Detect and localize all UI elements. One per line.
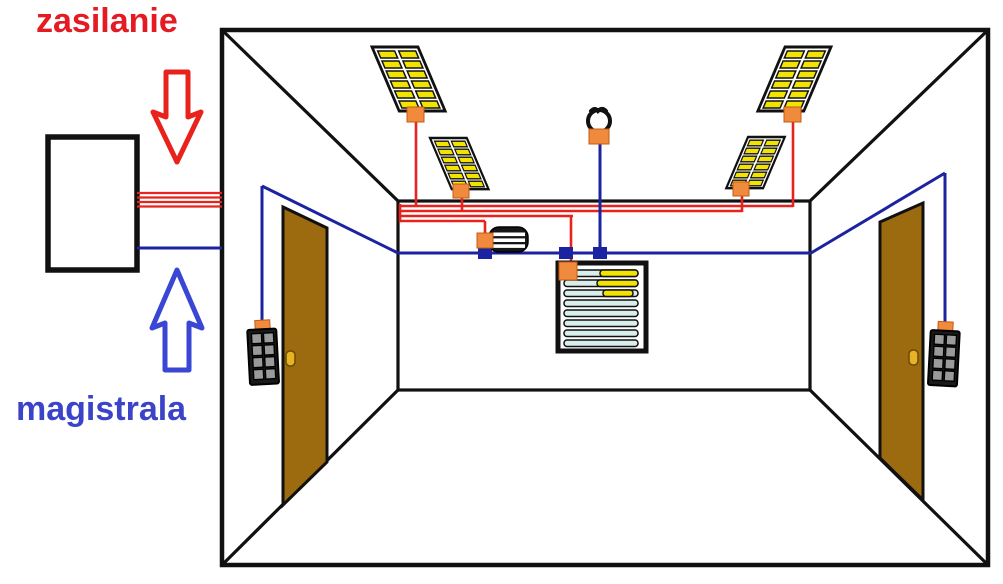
ceiling-lamp-bulb bbox=[586, 107, 612, 145]
power-wire-bundle bbox=[137, 118, 795, 266]
bus-line-label: magistrala bbox=[16, 390, 187, 428]
bus-left-wall-run bbox=[261, 184, 399, 255]
junction-diffuser bbox=[476, 232, 494, 249]
ceiling-edge-left bbox=[220, 28, 400, 203]
lamp-base-junction bbox=[588, 128, 610, 145]
door-right-handle bbox=[908, 349, 919, 366]
door-left-handle bbox=[285, 350, 296, 367]
door-left bbox=[281, 204, 329, 509]
junction-right-small-fixture bbox=[732, 181, 750, 197]
junction-left-small-fixture bbox=[452, 183, 470, 199]
bus-right-wall-run bbox=[810, 171, 946, 255]
wall-switch-right bbox=[927, 320, 961, 388]
door-left-leaf bbox=[281, 204, 329, 509]
ventilation-grille bbox=[555, 260, 649, 354]
switch-keys bbox=[250, 331, 277, 381]
ceiling-edge-right bbox=[808, 28, 990, 203]
door-right bbox=[878, 200, 925, 504]
ceiling-diffuser bbox=[476, 226, 529, 253]
junction-right-large-fixture bbox=[783, 106, 802, 123]
bus-junction-lamp bbox=[593, 247, 607, 259]
bus-arrow-up-icon bbox=[149, 267, 205, 373]
switch-keys bbox=[931, 333, 958, 383]
grille-fan-glow bbox=[596, 269, 639, 298]
junction-left-large-fixture bbox=[406, 106, 425, 123]
wall-switch-left bbox=[246, 319, 280, 386]
distribution-box bbox=[45, 134, 140, 273]
bus-junction-grille bbox=[559, 247, 573, 259]
junction-grille bbox=[558, 261, 578, 281]
door-right-leaf bbox=[878, 200, 925, 504]
bus-junction-diffuser bbox=[478, 247, 492, 259]
power-arrow-down-icon bbox=[150, 69, 204, 165]
power-supply-label: zasilanie bbox=[36, 2, 178, 40]
